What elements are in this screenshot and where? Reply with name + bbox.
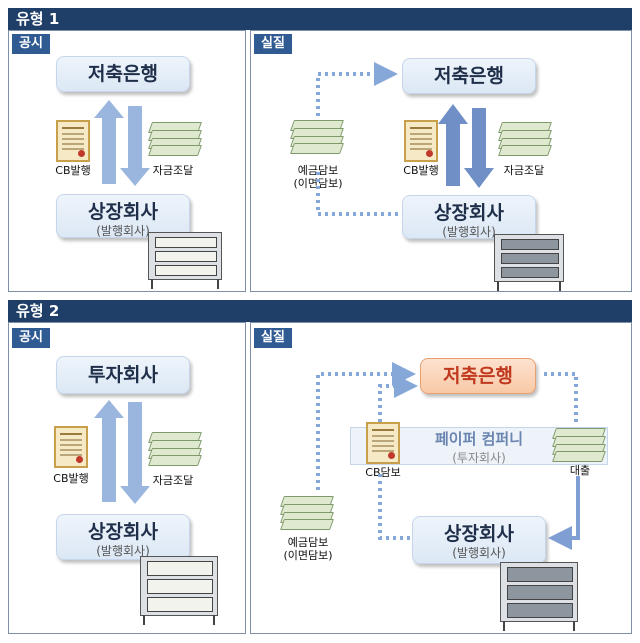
type2-actual-loan-label: 대출 bbox=[569, 464, 591, 477]
type1-actual-bank-box: 저축은행 bbox=[402, 58, 536, 94]
empty-cabinet-icon bbox=[494, 234, 564, 291]
empty-cabinet-icon bbox=[500, 562, 578, 631]
type2-actual-deposit-text: 예금담보 bbox=[287, 536, 329, 549]
cb-certificate-icon bbox=[404, 120, 438, 162]
type2-actual-paper-sub: (투자회사) bbox=[452, 451, 506, 465]
type1-actual-fund-label: 자금조달 bbox=[503, 164, 545, 177]
type2-actual-company-label: 상장회사 bbox=[444, 523, 514, 545]
type2-actual-deposit-sub: (이면담보) bbox=[283, 549, 333, 562]
type1-actual-deposit-label: 예금담보 (이면담보) bbox=[288, 164, 348, 190]
type1-official-tag: 공시 bbox=[12, 34, 50, 54]
type2-official-company-sub: (발행회사) bbox=[96, 544, 150, 558]
up-arrow-icon bbox=[94, 400, 124, 502]
type2-actual-company-sub: (발행회사) bbox=[452, 546, 506, 560]
up-arrow-icon bbox=[94, 100, 124, 184]
cb-certificate-icon bbox=[54, 426, 88, 468]
type1-actual-company-sub: (발행회사) bbox=[442, 225, 496, 239]
up-arrow-icon bbox=[438, 104, 468, 186]
type1-header: 유형 1 bbox=[8, 8, 632, 30]
down-arrow-icon bbox=[120, 106, 150, 186]
type1-actual-deposit-text: 예금담보 bbox=[297, 164, 339, 177]
type2-actual-cb-label: CB담보 bbox=[365, 466, 401, 479]
type1-actual-cb-label: CB발행 bbox=[403, 164, 439, 177]
type2-header-text: 유형 2 bbox=[16, 302, 60, 320]
type2-actual-company-box: 상장회사 (발행회사) bbox=[412, 516, 546, 564]
cb-certificate-icon bbox=[56, 120, 90, 162]
type1-official-company-sub: (발행회사) bbox=[96, 224, 150, 238]
type1-official-bank-box: 저축은행 bbox=[56, 56, 190, 92]
type2-dotted-flows bbox=[316, 362, 578, 540]
type2-official-fund-label: 자금조달 bbox=[152, 474, 194, 487]
type2-actual-deposit-label: 예금담보 (이면담보) bbox=[276, 536, 340, 562]
type2-official-tag: 공시 bbox=[12, 328, 50, 348]
type2-actual-paper-label: 페이퍼 컴퍼니 bbox=[434, 430, 524, 448]
cash-cabinet-icon bbox=[140, 556, 218, 625]
type2-official-cb-label: CB발행 bbox=[53, 472, 89, 485]
type2-official-investor-box: 투자회사 bbox=[56, 356, 190, 394]
type1-actual-deposit-sub: (이면담보) bbox=[293, 177, 343, 190]
type2-actual-tag: 실질 bbox=[254, 328, 292, 348]
type2-official-company-box: 상장회사 (발행회사) bbox=[56, 514, 190, 560]
type1-actual-company-label: 상장회사 bbox=[434, 202, 504, 224]
type1-header-text: 유형 1 bbox=[16, 10, 60, 28]
type1-official-cb-label: CB발행 bbox=[55, 164, 91, 177]
type2-official-company-label: 상장회사 bbox=[88, 521, 158, 543]
type1-official-company-box: 상장회사 (발행회사) bbox=[56, 194, 190, 238]
type1-official-company-label: 상장회사 bbox=[88, 201, 158, 223]
collateral-flow-dotted bbox=[316, 62, 398, 216]
cash-cabinet-icon bbox=[148, 232, 222, 289]
down-arrow-icon bbox=[464, 108, 494, 188]
down-arrow-icon bbox=[120, 402, 150, 504]
loan-arrow bbox=[548, 476, 580, 550]
type2-header: 유형 2 bbox=[8, 300, 632, 322]
cb-certificate-icon bbox=[366, 422, 400, 464]
type1-official-fund-label: 자금조달 bbox=[152, 164, 194, 177]
type1-actual-tag: 실질 bbox=[254, 34, 292, 54]
type1-actual-company-box: 상장회사 (발행회사) bbox=[402, 195, 536, 239]
type2-actual-bank-box: 저축은행 bbox=[420, 358, 536, 394]
